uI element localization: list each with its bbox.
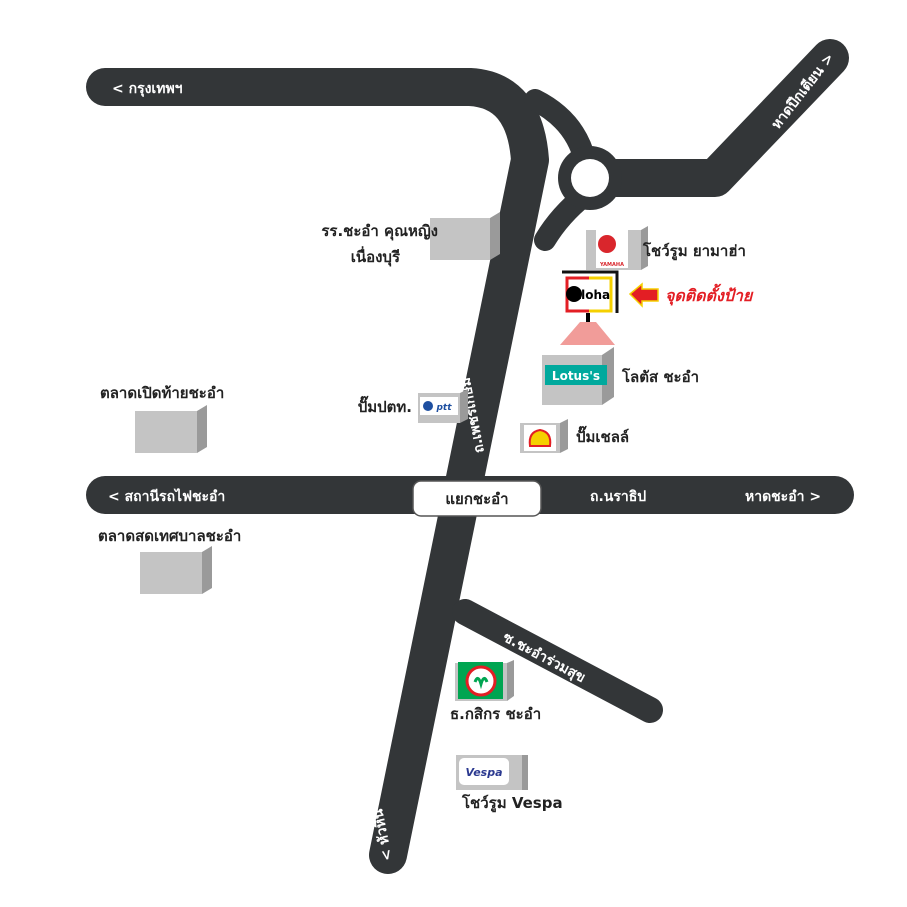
junction-label: แยกชะอำ [445,490,508,508]
building-market-1 [135,405,207,453]
vespa-logo-text: Vespa [465,766,502,779]
lotus-logo-text: Lotus's [552,369,600,383]
label-school-2: เนื่องบุรี [351,246,401,267]
ptt-logo-icon [423,401,433,411]
aloha-logo-text: Aloha [572,288,610,302]
building-ptt: ptt [418,389,468,423]
label-vespa: โชว์รูม Vespa [461,793,563,813]
road-hat-puek-tian[interactable] [581,39,849,197]
road-network [86,39,854,874]
building-market-2 [140,546,212,594]
aloha-sign: Aloha [560,270,619,345]
label-lotus: โลตัส ชะอำ [621,367,699,386]
building-lotus: Lotus's [542,347,614,405]
road-label-narathip: ถ.นราธิป [590,489,646,505]
label-yamaha: โชว์รูม ยามาฮ่า [642,241,746,261]
sign-view-cone [560,322,615,345]
road-label-bangkok: < กรุงเทพฯ [112,81,183,97]
building-shell [520,419,568,453]
label-market-1: ตลาดเปิดท้ายชะอำ [100,384,224,402]
shell-logo-icon [528,428,552,447]
road-label-station: < สถานีรถไฟชะอำ [108,487,225,505]
yamaha-logo-icon [598,235,616,253]
label-install-point: จุดติดตั้งป้าย [665,283,754,306]
road-bangkok-phetkasem[interactable] [86,68,549,874]
road-soi[interactable] [452,599,663,723]
yamaha-logo-text: YAMAHA [599,262,624,268]
building-vespa: Vespa [456,755,528,790]
building-school [430,212,500,260]
building-yamaha: YAMAHA [586,226,648,270]
label-shell: ปั๊มเชลล์ [576,425,629,446]
roundabout-center [571,159,609,197]
label-ptt: ปั๊มปตท. [358,395,412,416]
junction-badge [412,480,542,517]
ptt-logo-text: ptt [435,403,452,413]
pointer-arrow-icon [628,282,659,308]
road-label-hat-cha-am: หาดชะอำ > [745,489,821,505]
label-kbank: ธ.กสิกร ชะอำ [450,705,541,723]
label-market-2: ตลาดสดเทศบาลชะอำ [98,527,241,545]
label-school-1: รร.ชะอำ คุณหญิง [321,222,438,241]
building-kbank [455,660,514,701]
